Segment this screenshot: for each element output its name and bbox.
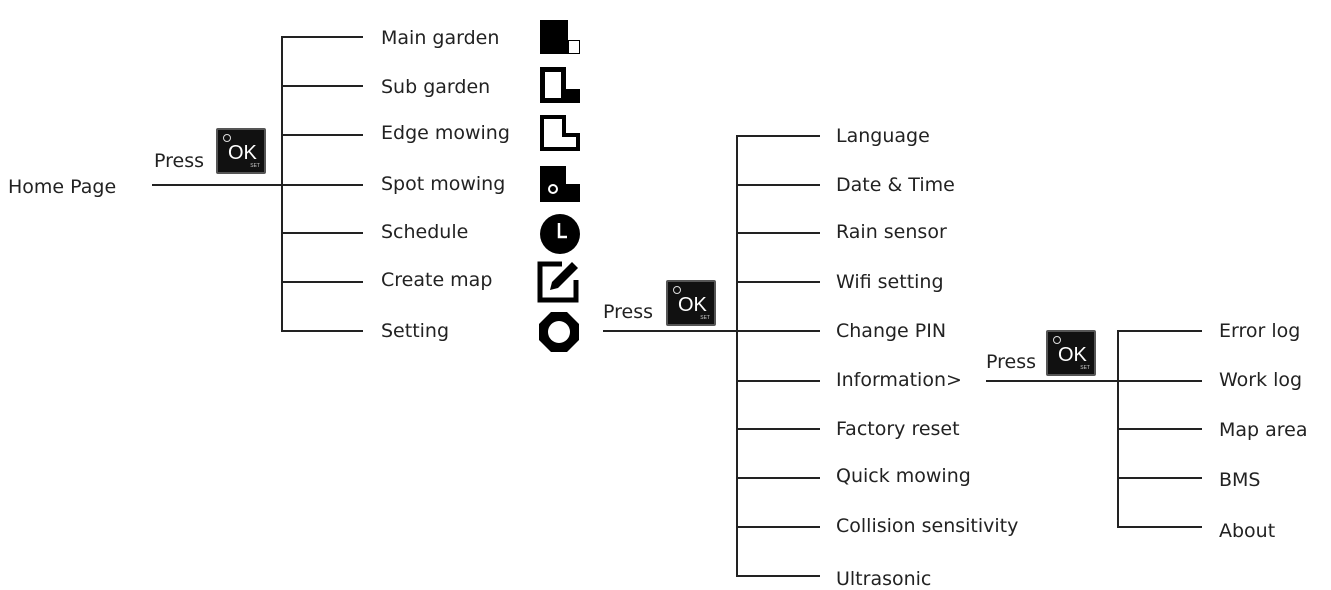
setting-item-collision-sensitivity: Collision sensitivity — [836, 515, 1019, 537]
press-label: Press — [154, 150, 205, 172]
information-connector-line — [986, 380, 1118, 382]
branch-line — [281, 281, 363, 283]
setting-item-rain-sensor: Rain sensor — [836, 221, 947, 243]
menu-item-sub-garden: Sub garden — [381, 76, 491, 98]
branch-line — [1117, 380, 1202, 382]
menu-item-spot-mowing: Spot mowing — [381, 173, 506, 195]
information-item-about: About — [1219, 520, 1276, 542]
setting-item-quick-mowing: Quick mowing — [836, 465, 971, 487]
power-icon — [673, 286, 681, 294]
home-page-label: Home Page — [8, 176, 117, 198]
branch-line — [1117, 428, 1202, 430]
sub-garden-icon — [540, 67, 580, 103]
branch-line — [736, 575, 820, 577]
information-item-map-area: Map area — [1219, 419, 1308, 441]
spot-mowing-icon — [540, 166, 580, 202]
root-connector-line — [152, 184, 282, 186]
branch-line — [281, 36, 363, 38]
setting-item-wifi-setting: Wifi setting — [836, 271, 944, 293]
branch-line — [736, 428, 820, 430]
branch-line — [736, 281, 820, 283]
gear-icon — [539, 312, 579, 352]
menu-item-setting: Setting — [381, 320, 450, 342]
branch-line — [1117, 526, 1202, 528]
ok-button: OK SET — [666, 280, 716, 326]
setting-item-date-time: Date & Time — [836, 174, 955, 196]
setting-item-information: Information> — [836, 369, 962, 391]
ok-button: OK SET — [216, 128, 266, 174]
branch-line — [281, 330, 363, 332]
pencil-edit-icon — [537, 261, 579, 303]
menu-item-schedule: Schedule — [381, 221, 469, 243]
setting-item-ultrasonic: Ultrasonic — [836, 568, 932, 590]
press-label: Press — [986, 351, 1037, 373]
branch-line — [736, 330, 820, 332]
branch-line — [1117, 477, 1202, 479]
menu-item-edge-mowing: Edge mowing — [381, 122, 510, 144]
setting-menu-trunk — [736, 135, 738, 577]
setting-item-language: Language — [836, 125, 930, 147]
branch-line — [736, 526, 820, 528]
branch-line — [736, 135, 820, 137]
information-item-bms: BMS — [1219, 469, 1261, 491]
branch-line — [281, 85, 363, 87]
clock-icon — [540, 214, 580, 254]
information-item-error-log: Error log — [1219, 320, 1301, 342]
press-label: Press — [603, 301, 654, 323]
menu-item-create-map: Create map — [381, 269, 493, 291]
setting-item-factory-reset: Factory reset — [836, 418, 960, 440]
branch-line — [281, 232, 363, 234]
edge-mowing-icon — [540, 115, 580, 151]
branch-line — [736, 184, 820, 186]
ok-button: OK SET — [1046, 330, 1096, 376]
branch-line — [281, 134, 363, 136]
branch-line — [736, 232, 820, 234]
power-icon — [1053, 336, 1061, 344]
information-item-work-log: Work log — [1219, 369, 1303, 391]
branch-line — [1117, 330, 1202, 332]
power-icon — [223, 134, 231, 142]
branch-line — [736, 380, 820, 382]
setting-item-change-pin: Change PIN — [836, 320, 947, 342]
setting-connector-line — [603, 330, 737, 332]
branch-line — [281, 184, 363, 186]
menu-item-main-garden: Main garden — [381, 27, 500, 49]
branch-line — [736, 477, 820, 479]
main-garden-icon — [540, 20, 580, 54]
